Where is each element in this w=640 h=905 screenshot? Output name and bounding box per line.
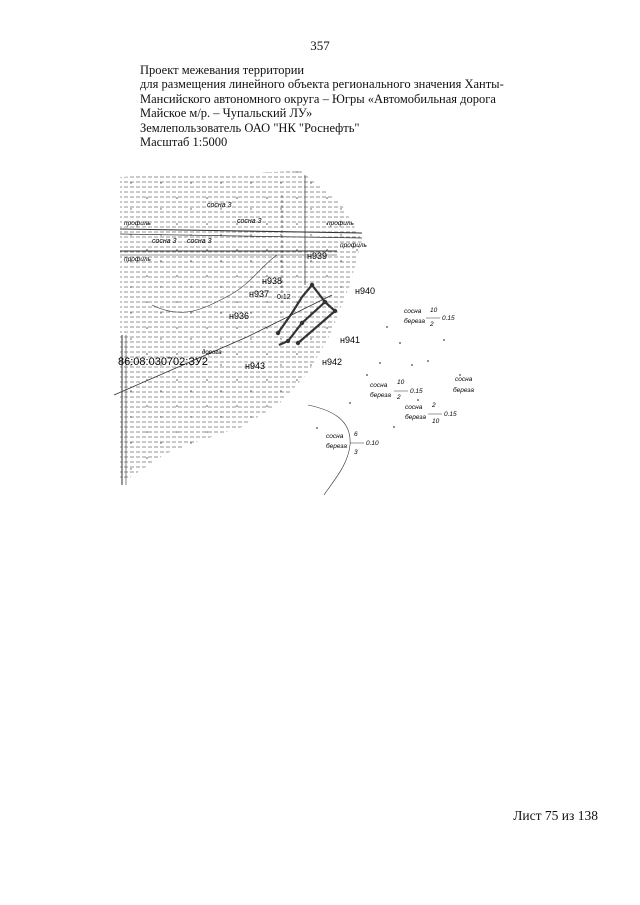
page-number: 357 [310,38,330,53]
forest-dots [120,171,362,480]
svg-text:2: 2 [429,321,434,328]
svg-text:береза: береза [404,317,425,325]
forest-label: сосна 3 [152,238,177,245]
svg-text:2: 2 [396,394,401,401]
svg-text:10: 10 [397,379,405,386]
svg-text:10: 10 [432,418,440,425]
forest-label: сосна 3 [207,202,232,209]
sheet-number: Лист 75 из 138 [513,808,598,823]
svg-text:10: 10 [430,307,438,314]
point-label-n939: н939 [307,251,327,261]
profile-label: профиль [124,220,152,227]
profile-label: профиль [327,220,355,227]
svg-text:сосна: сосна [370,382,388,389]
header-title: Проект межевания территории [140,63,305,77]
svg-text:береза: береза [370,391,391,399]
profile-label: профиль [340,242,368,249]
svg-text:береза: береза [326,442,347,450]
svg-text:сосна: сосна [404,308,422,315]
svg-text:0.15: 0.15 [444,411,457,418]
svg-text:0.10: 0.10 [366,440,379,447]
land-user: Землепользователь ОАО "НК "Роснефть" [140,120,360,135]
svg-text:сосна: сосна [405,404,423,411]
survey-map: сосна 3 сосна 3 сосна 3 сосна 3 профиль … [113,171,474,495]
document-header: Проект межевания территории для размещен… [140,63,540,149]
svg-text:0.15: 0.15 [442,315,455,322]
point-label-n940: н940 [355,286,375,296]
svg-text:0.15: 0.15 [410,388,423,395]
header-line-4: Майское м/р. – Чупальский ЛУ» [140,106,313,121]
forest-label: сосна 3 [237,218,262,225]
svg-text:2: 2 [431,402,436,409]
profile-label: профиль [124,256,152,263]
taxation-note: сосна береза 6 3 0.10 [326,431,379,456]
road-label: дорога [202,350,222,356]
map-scale: Масштаб 1:5000 [140,135,228,150]
point-label-n937: н937 [249,289,269,299]
header-line-3: Мансийского автономного округа – Югры «А… [140,91,496,106]
point-label-n943: н943 [245,361,265,371]
point-label-n938: н938 [262,276,282,286]
header-line-2: для размещения линейного объекта региона… [140,77,504,92]
svg-text:сосна: сосна [326,433,344,440]
tree-markers [316,326,461,429]
profile-lines [113,175,363,495]
svg-text:сосна: сосна [455,376,473,383]
parcel-vertices [275,282,338,346]
taxation-note: сосна береза 10 2 0.15 [370,379,423,401]
forest-label: сосна 3 [187,238,212,245]
svg-text:береза: береза [405,413,426,421]
point-label-n941: н941 [340,335,360,345]
taxation-note: сосна береза 10 2 0.15 [404,307,455,328]
parcel-cadastral-number: 86:08:030702:ЗУ2 [118,356,208,368]
point-label-n936: н936 [229,311,249,321]
svg-text:3: 3 [354,449,358,456]
taxation-note: сосна береза 2 10 0.15 [405,402,457,425]
svg-text:береза: береза [453,386,474,394]
svg-text:6: 6 [354,431,358,438]
point-label-n942: н942 [322,357,342,367]
taxation-note: сосна береза [453,376,474,394]
value-label: 0.12 [277,294,291,301]
